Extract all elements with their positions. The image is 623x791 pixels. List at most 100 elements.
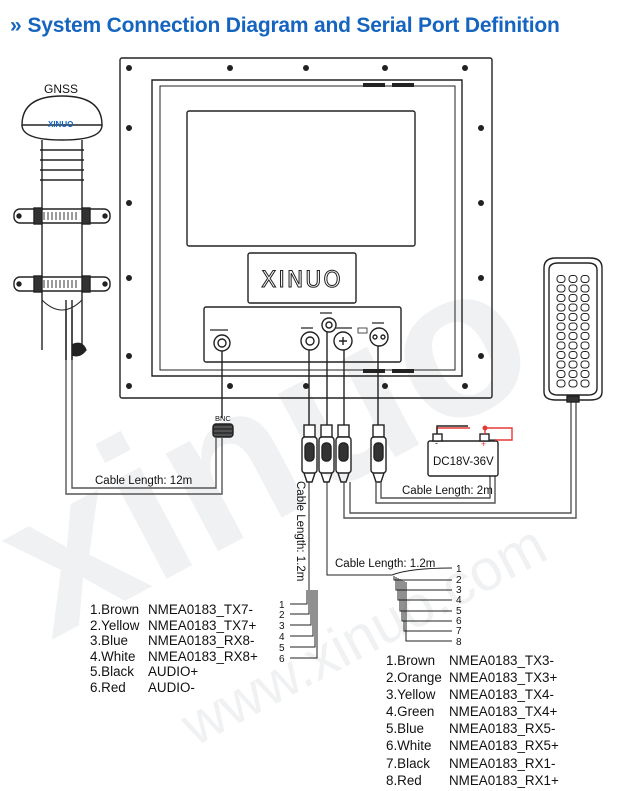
port1-wire-number: 6 [279, 654, 285, 665]
keypad-key [568, 379, 578, 388]
wire-color: 4.Green [386, 704, 435, 720]
wire-color: 6.White [386, 738, 432, 754]
port2-wire-number: 4 [456, 595, 462, 606]
keypad-key [568, 294, 578, 302]
keypad-key [580, 379, 590, 388]
gnss-mount-clamps [13, 207, 111, 293]
port2-wire-number: 8 [456, 637, 462, 648]
wire-color: 1.Brown [90, 602, 140, 617]
port1-wire-number: 2 [279, 610, 285, 621]
keypad-key [580, 370, 590, 378]
keypad-key [556, 313, 566, 321]
port1-wire-number: 1 [279, 600, 285, 611]
port1-wire-number: 5 [279, 643, 285, 654]
keypad-key [556, 379, 566, 388]
port2-wire-number: 1 [456, 564, 462, 575]
wire-signal: NMEA0183_RX8- [148, 633, 255, 649]
keypad-key [556, 341, 566, 350]
gnss-antenna [21, 95, 103, 360]
keypad-key [568, 284, 578, 293]
port2-wire-number: 6 [456, 616, 462, 627]
gnss-brand-text: XINUO [48, 120, 73, 129]
keypad-key [556, 332, 566, 340]
port2-wire-number: 2 [456, 575, 462, 586]
port2-wire-bundle [326, 482, 453, 642]
port2-wires-row: 3.Yellow NMEA0183_TX4- [386, 686, 559, 703]
cable-gnss-length: Cable Length: 12m [95, 475, 192, 487]
keyboard-cable [343, 396, 577, 519]
wire-color: 8.Red [386, 772, 422, 788]
wire-color: 3.Yellow [386, 687, 436, 703]
panel-cables [221, 332, 379, 425]
port2-wire-number: 3 [456, 585, 462, 596]
wire-signal: NMEA0183_TX3+ [449, 670, 558, 686]
panel-connectors [213, 317, 389, 352]
keypad-key [580, 332, 590, 340]
gnss-label: GNSS [44, 82, 78, 96]
port2-wire-number: 7 [456, 626, 462, 637]
cable-vertical-length: Cable Length: 1.2m [294, 481, 306, 581]
keypad-key [556, 294, 566, 302]
wire-color: 5.Blue [386, 721, 424, 737]
wire-signal: NMEA0183_TX3- [449, 653, 554, 668]
power-supply-box [427, 425, 513, 477]
power-minus-label: - [435, 438, 438, 448]
page-title-text: System Connection Diagram and Serial Por… [27, 14, 560, 37]
keypad-key [568, 313, 578, 321]
keypad-key [568, 341, 578, 350]
display-outer-frame [119, 57, 493, 399]
wire-signal: NMEA0183_RX5+ [449, 738, 559, 754]
keypad-key [556, 284, 566, 293]
wire-signal: NMEA0183_TX4- [449, 687, 554, 703]
wire-color: 4.White [90, 648, 136, 664]
wire-signal: NMEA0183_RX1+ [449, 772, 559, 788]
wire-signal: AUDIO+ [148, 664, 199, 680]
m12-connectors [301, 424, 387, 483]
port1-wire-number: 3 [279, 621, 285, 632]
keypad-key [568, 303, 578, 312]
keypad-key [580, 294, 590, 302]
keypad-key [580, 322, 590, 331]
cable-tail-length: Cable Length: 1.2m [335, 558, 435, 570]
wire-color: 7.Black [386, 755, 430, 771]
wire-signal: NMEA0183_TX7- [148, 602, 253, 617]
connector-panel [203, 306, 402, 363]
chevron-icon: » [10, 14, 22, 37]
wire-signal: NMEA0183_RX1- [449, 755, 556, 771]
port1-wire-bundle [290, 482, 318, 659]
port2-wires-row: 7.Black NMEA0183_RX1- [386, 755, 559, 772]
keypad-key [580, 303, 590, 312]
keypad-key [580, 351, 590, 359]
keypad-key [556, 275, 566, 283]
keypad-key [556, 303, 566, 312]
keypad-key [580, 313, 590, 321]
keypad-key [556, 360, 566, 369]
bnc-label: BNC [215, 414, 231, 423]
keypad-key [568, 360, 578, 369]
keypad-key [556, 370, 566, 378]
cable-power-length: Cable Length: 2m [402, 485, 493, 497]
keypad-key [556, 351, 566, 359]
port2-wires-row: 8.Red NMEA0183_RX1+ [386, 772, 559, 789]
port1-wires-row: 3.Blue NMEA0183_RX8- [90, 633, 258, 649]
port2-wires-row: 6.White NMEA0183_RX5+ [386, 737, 559, 754]
wire-color: 2.Orange [386, 670, 442, 686]
keypad-key [568, 370, 578, 378]
page-title: »System Connection Diagram and Serial Po… [10, 14, 560, 38]
keypad-key [580, 360, 590, 369]
keypad-key [568, 351, 578, 359]
wire-color: 5.Black [90, 664, 134, 680]
wire-color: 3.Blue [90, 633, 128, 649]
keypad-key [568, 332, 578, 340]
keypad-key [568, 322, 578, 331]
keypad-key [556, 322, 566, 331]
keypad-key [580, 284, 590, 293]
